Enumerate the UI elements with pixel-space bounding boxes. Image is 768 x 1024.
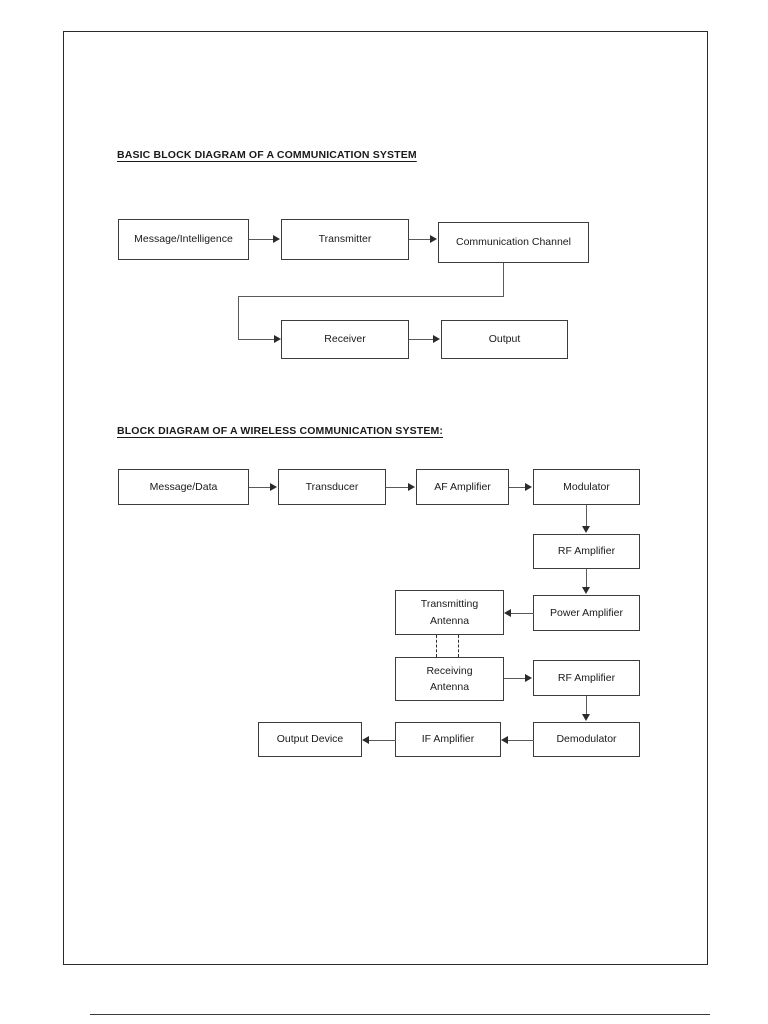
block-rf-amplifier-receive: RF Amplifier [533,660,640,696]
block-message-intelligence: Message/Intelligence [118,219,249,260]
heading-wireless-block-diagram: BLOCK DIAGRAM OF A WIRELESS COMMUNICATIO… [117,425,444,437]
arrowhead-receiver-to-output [433,334,440,343]
arrowhead-rfamprx-to-demodulator [581,714,590,721]
arrowhead-afamp-to-modulator [525,482,532,491]
connector-rfamp-to-poweramp [586,569,587,588]
arrowhead-rxantenna-to-rfamp [525,673,532,682]
connector-messagedata-to-transducer [249,487,271,488]
connector-channel-down [503,263,504,296]
transmitting-antenna-line2: Antenna [429,614,470,627]
connector-rfamprx-to-demodulator [586,696,587,715]
transmitting-antenna-line1: Transmitting [420,598,479,611]
connector-into-receiver [238,339,275,340]
next-page-edge [90,1014,710,1015]
arrowhead-transmitter-to-channel [430,234,437,243]
wireless-dashed-link-right [458,635,459,657]
connector-modulator-to-rfamp [586,505,587,527]
block-modulator: Modulator [533,469,640,505]
connector-poweramp-to-txantenna [511,613,534,614]
connector-transducer-to-afamp [386,487,409,488]
arrowhead-channel-to-receiver [274,334,281,343]
block-af-amplifier: AF Amplifier [416,469,509,505]
arrowhead-poweramp-to-txantenna [504,608,511,617]
arrowhead-demodulator-to-ifamp [501,735,508,744]
connector-demodulator-to-ifamp [508,740,534,741]
arrowhead-messagedata-to-transducer [270,482,277,491]
connector-message-to-transmitter [249,239,274,240]
block-power-amplifier: Power Amplifier [533,595,640,631]
connector-channel-down-to-receiver [238,296,239,339]
connector-transmitter-to-channel [409,239,431,240]
connector-receiver-to-output [409,339,434,340]
connector-ifamp-to-outputdevice [369,740,396,741]
block-transducer: Transducer [278,469,386,505]
block-message-data: Message/Data [118,469,249,505]
block-receiver: Receiver [281,320,409,359]
arrowhead-modulator-to-rfamp [581,526,590,533]
receiving-antenna-line1: Receiving [426,664,473,677]
block-rf-amplifier-transmit: RF Amplifier [533,534,640,569]
block-transmitting-antenna: Transmitting Antenna [395,590,504,635]
block-receiving-antenna: Receiving Antenna [395,657,504,701]
arrowhead-message-to-transmitter [273,234,280,243]
wireless-dashed-link-left [436,635,437,657]
block-if-amplifier: IF Amplifier [395,722,501,757]
connector-channel-left [238,296,504,297]
arrowhead-transducer-to-afamp [408,482,415,491]
receiving-antenna-line2: Antenna [429,681,470,693]
block-output-device: Output Device [258,722,362,757]
heading-basic-block-diagram: BASIC BLOCK DIAGRAM OF A COMMUNICATION S… [117,149,417,161]
arrowhead-ifamp-to-outputdevice [362,735,369,744]
block-transmitter: Transmitter [281,219,409,260]
block-output: Output [441,320,568,359]
block-communication-channel: Communication Channel [438,222,589,263]
connector-afamp-to-modulator [509,487,526,488]
arrowhead-rfamp-to-poweramp [581,587,590,594]
block-demodulator: Demodulator [533,722,640,757]
document-page: BASIC BLOCK DIAGRAM OF A COMMUNICATION S… [63,31,708,965]
connector-rxantenna-to-rfamp [504,678,526,679]
